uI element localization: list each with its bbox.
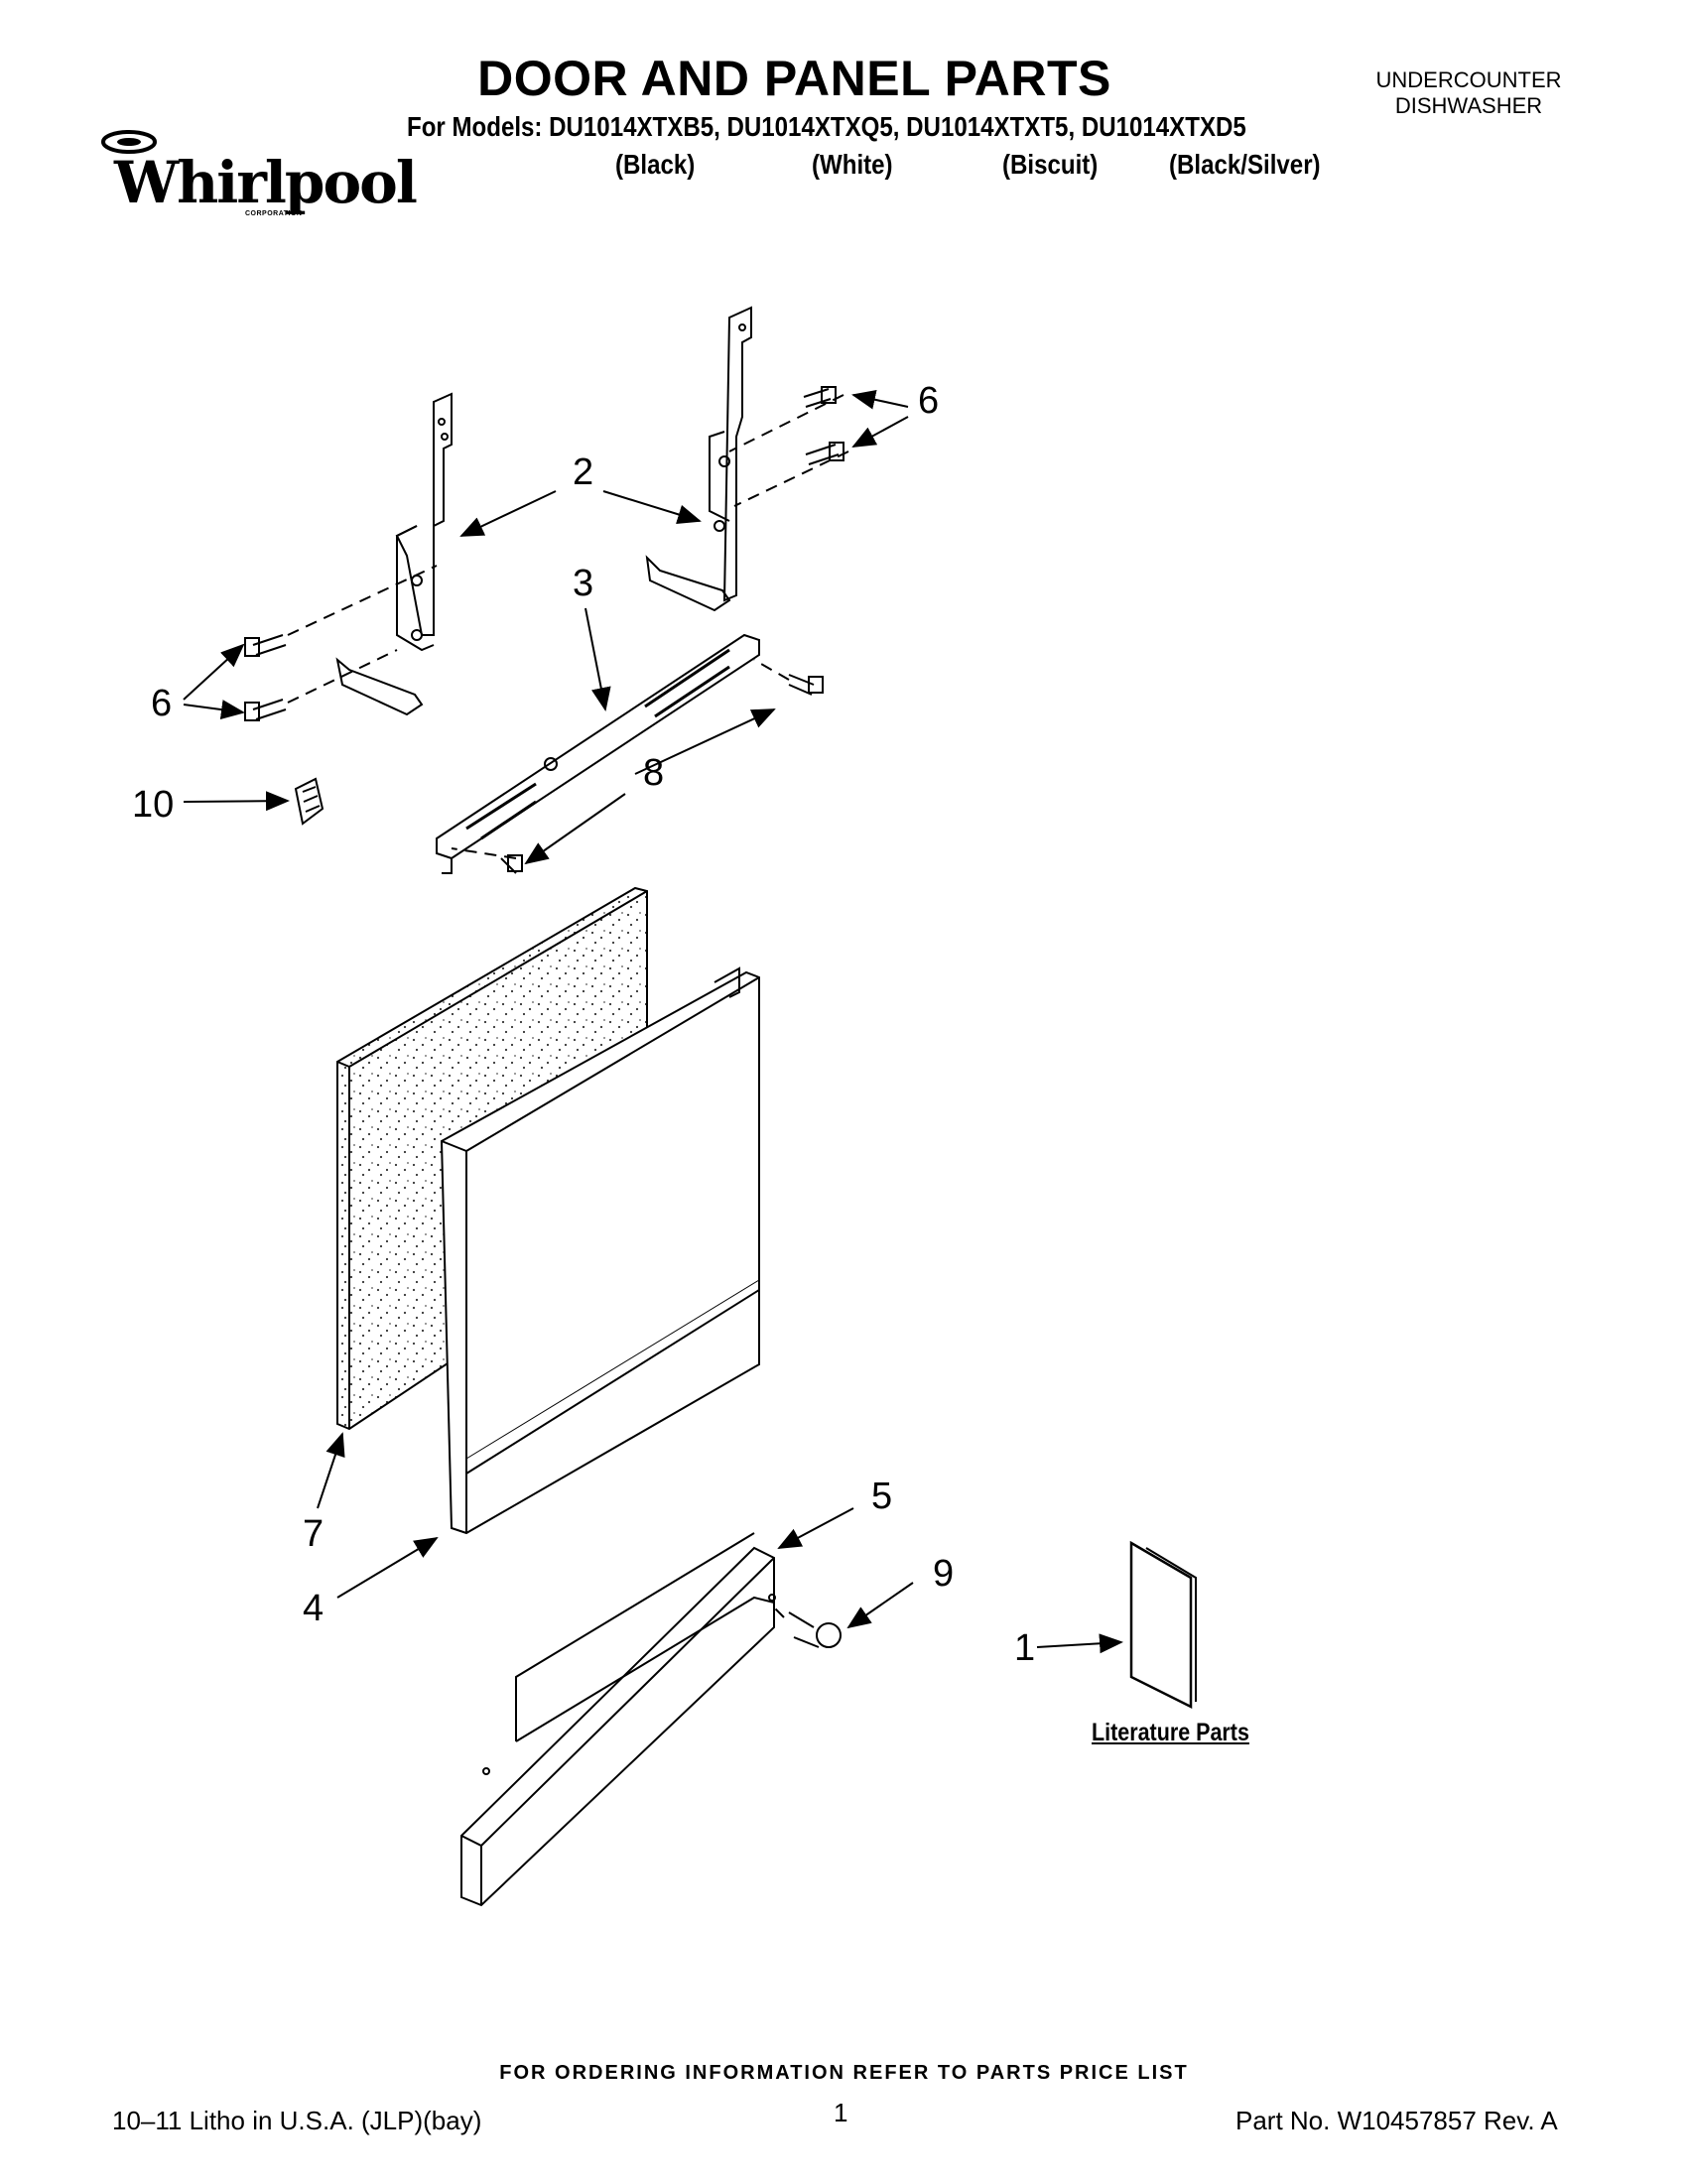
color-biscuit: (Biscuit) bbox=[1002, 149, 1099, 180]
callout-2: 2 bbox=[573, 451, 594, 493]
literature-booklet bbox=[1129, 1540, 1197, 1710]
callout-6-left: 6 bbox=[151, 683, 173, 724]
page-number: 1 bbox=[834, 2098, 848, 2127]
callout-1: 1 bbox=[1014, 1627, 1036, 1669]
toe-panel-screw bbox=[788, 1611, 842, 1648]
logo-corporation: CORPORATION bbox=[245, 210, 303, 217]
callout-6-right: 6 bbox=[918, 380, 940, 422]
model-list: For Models: DU1014XTXB5, DU1014XTXQ5, DU… bbox=[407, 111, 1246, 142]
color-white: (White) bbox=[812, 149, 893, 180]
door-brace bbox=[436, 633, 760, 874]
callout-4: 4 bbox=[303, 1588, 325, 1629]
toe-panel bbox=[460, 1532, 776, 1907]
callout-9: 9 bbox=[933, 1553, 955, 1595]
callout-10: 10 bbox=[132, 784, 175, 826]
color-black-silver: (Black/Silver) bbox=[1169, 149, 1321, 180]
litho-info: 10–11 Litho in U.S.A. (JLP)(bay) bbox=[112, 2106, 482, 2135]
left-hinge-bracket bbox=[335, 392, 453, 716]
screws bbox=[244, 386, 844, 874]
part-number: Part No. W10457857 Rev. A bbox=[1235, 2106, 1558, 2135]
callout-3: 3 bbox=[573, 563, 594, 604]
right-hinge-bracket bbox=[645, 306, 752, 612]
category-line-1: UNDERCOUNTER bbox=[1375, 67, 1562, 92]
whirlpool-swirl-icon bbox=[101, 130, 157, 154]
callout-7: 7 bbox=[303, 1513, 325, 1555]
door-panel bbox=[440, 966, 760, 1535]
whirlpool-logo: Whirlpool bbox=[114, 149, 418, 216]
callout-5: 5 bbox=[871, 1476, 893, 1517]
callout-8: 8 bbox=[643, 752, 665, 794]
page-title: DOOR AND PANEL PARTS bbox=[477, 51, 1111, 106]
literature-parts-label: Literature Parts bbox=[1092, 1719, 1249, 1746]
color-black: (Black) bbox=[615, 149, 696, 180]
ordering-note: FOR ORDERING INFORMATION REFER TO PARTS … bbox=[499, 2062, 1189, 2084]
category-line-2: DISHWASHER bbox=[1394, 93, 1543, 118]
appliance-category: UNDERCOUNTER DISHWASHER bbox=[1290, 67, 1647, 119]
door-clip bbox=[294, 777, 325, 826]
